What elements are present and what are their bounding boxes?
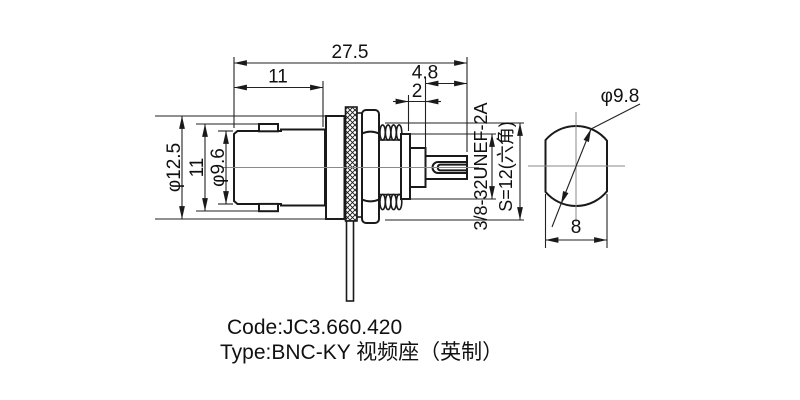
dim-bushing-flats-label: 8 (571, 217, 582, 238)
dim-body-diameter-label: φ9.6 (208, 148, 229, 187)
insulator-disc-large (400, 133, 411, 200)
bayonet-lug-top (258, 123, 279, 133)
dim-front-length-label: 11 (268, 67, 288, 88)
dim-bushing-diameter-label: φ9.8 (601, 86, 640, 107)
dimension-lines (179, 60, 641, 243)
thread-section (379, 124, 403, 211)
side-view (233, 106, 468, 302)
dimension-labels: 27.5 11 4.8 2 φ12.5 11 φ9.6 3/8-32UNEF-2… (164, 42, 639, 238)
dim-insulator-step-label: 2 (412, 81, 423, 102)
bayonet-lug-bottom (258, 202, 279, 213)
lock-washer-hatched (344, 106, 358, 222)
dim-thread-spec-label: 3/8-32UNEF-2A (471, 102, 491, 230)
dim-lug-span-label: 11 (187, 158, 208, 178)
dim-hex-size-label: S=12(六角) (496, 121, 516, 212)
dim-overall-length-label: 27.5 (332, 42, 369, 63)
mounting-panel (345, 220, 355, 302)
dim-flange-diameter-label: φ12.5 (164, 143, 185, 192)
code-text: Code:JC3.660.420 (227, 316, 402, 339)
dim-pin-length-label: 4.8 (412, 63, 438, 84)
leader-bushing-dia (551, 103, 641, 228)
hex-nut (361, 109, 380, 224)
type-text: Type:BNC-KY 视频座（英制） (220, 341, 503, 364)
notes-block: Code:JC3.660.420 Type:BNC-KY 视频座（英制） (220, 316, 503, 364)
